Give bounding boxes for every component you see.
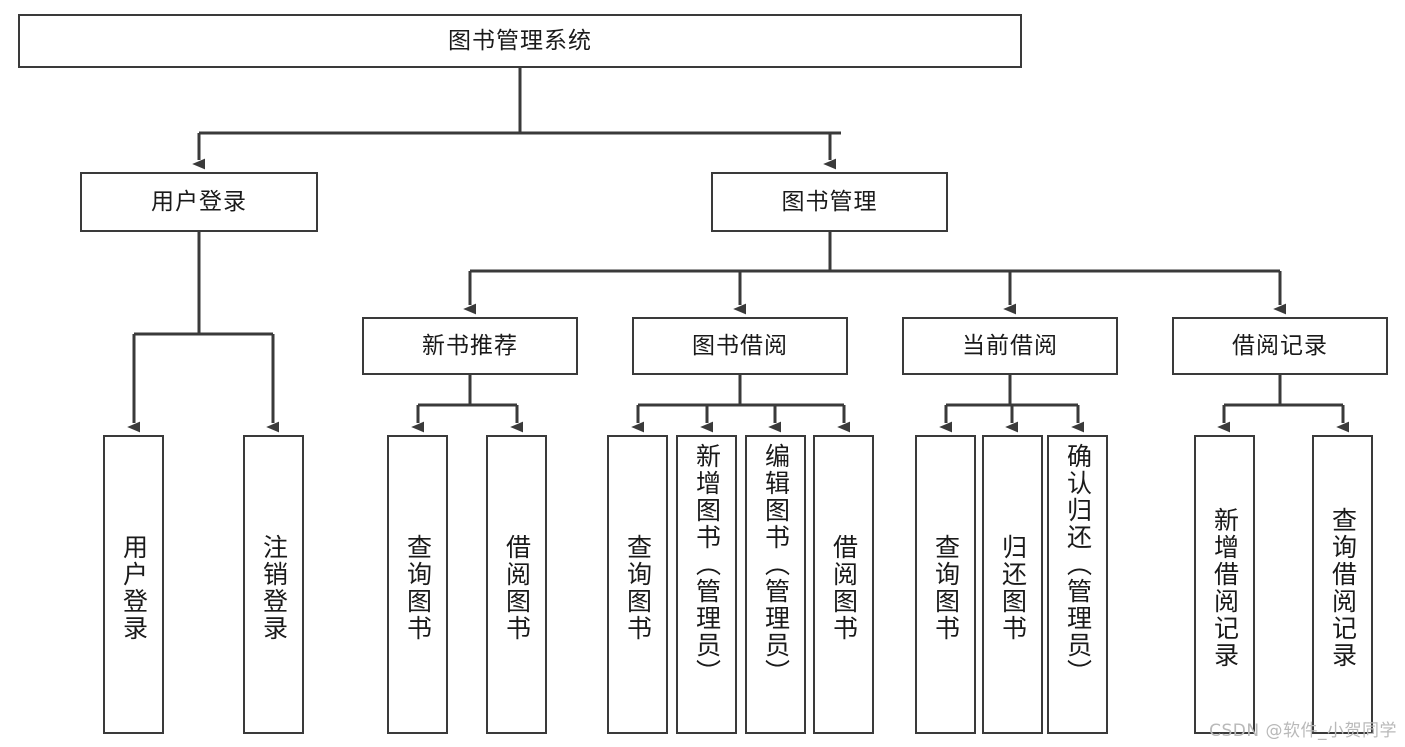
- node-book-borrow-label: 图书借阅: [692, 332, 788, 359]
- node-leaf-query-book-1[interactable]: 查询图书: [387, 435, 448, 734]
- node-leaf-query-book-3-label: 查询图书: [931, 533, 961, 642]
- node-leaf-add-book-admin[interactable]: 新增图书（管理员）: [676, 435, 737, 734]
- node-leaf-query-book-2[interactable]: 查询图书: [607, 435, 668, 734]
- node-leaf-logout-login[interactable]: 注销登录: [243, 435, 304, 734]
- node-book-manage[interactable]: 图书管理: [711, 172, 948, 232]
- node-current-borrow-label: 当前借阅: [962, 332, 1058, 359]
- node-leaf-edit-book-admin[interactable]: 编辑图书（管理员）: [745, 435, 806, 734]
- node-leaf-borrow-book-2-label: 借阅图书: [829, 533, 859, 642]
- node-borrow-record[interactable]: 借阅记录: [1172, 317, 1388, 375]
- node-current-borrow[interactable]: 当前借阅: [902, 317, 1118, 375]
- node-leaf-borrow-book-1[interactable]: 借阅图书: [486, 435, 547, 734]
- node-leaf-edit-book-admin-label: 编辑图书（管理员）: [761, 443, 791, 686]
- node-root[interactable]: 图书管理系统: [18, 14, 1022, 68]
- node-leaf-borrow-book-2[interactable]: 借阅图书: [813, 435, 874, 734]
- node-leaf-add-borrow-record-label: 新增借阅记录: [1210, 506, 1240, 669]
- node-root-label: 图书管理系统: [448, 27, 592, 54]
- node-new-book-recommend-label: 新书推荐: [422, 332, 518, 359]
- node-leaf-add-borrow-record[interactable]: 新增借阅记录: [1194, 435, 1255, 734]
- node-leaf-query-book-1-label: 查询图书: [403, 533, 433, 642]
- node-leaf-logout-login-label: 注销登录: [259, 533, 289, 642]
- node-user-login-label: 用户登录: [151, 188, 247, 215]
- node-leaf-return-book-label: 归还图书: [998, 533, 1028, 642]
- node-leaf-query-borrow-record-label: 查询借阅记录: [1328, 506, 1358, 669]
- node-leaf-confirm-return-admin[interactable]: 确认归还（管理员）: [1047, 435, 1108, 734]
- node-leaf-query-book-2-label: 查询图书: [623, 533, 653, 642]
- node-book-borrow[interactable]: 图书借阅: [632, 317, 848, 375]
- node-leaf-return-book[interactable]: 归还图书: [982, 435, 1043, 734]
- node-leaf-query-book-3[interactable]: 查询图书: [915, 435, 976, 734]
- node-leaf-confirm-return-admin-label: 确认归还（管理员）: [1063, 443, 1093, 686]
- node-leaf-borrow-book-1-label: 借阅图书: [502, 533, 532, 642]
- node-book-manage-label: 图书管理: [781, 188, 878, 215]
- node-leaf-user-login-label: 用户登录: [119, 533, 149, 642]
- node-new-book-recommend[interactable]: 新书推荐: [362, 317, 578, 375]
- node-user-login[interactable]: 用户登录: [80, 172, 318, 232]
- node-leaf-query-borrow-record[interactable]: 查询借阅记录: [1312, 435, 1373, 734]
- node-leaf-add-book-admin-label: 新增图书（管理员）: [692, 443, 722, 686]
- node-borrow-record-label: 借阅记录: [1232, 332, 1328, 359]
- node-leaf-user-login[interactable]: 用户登录: [103, 435, 164, 734]
